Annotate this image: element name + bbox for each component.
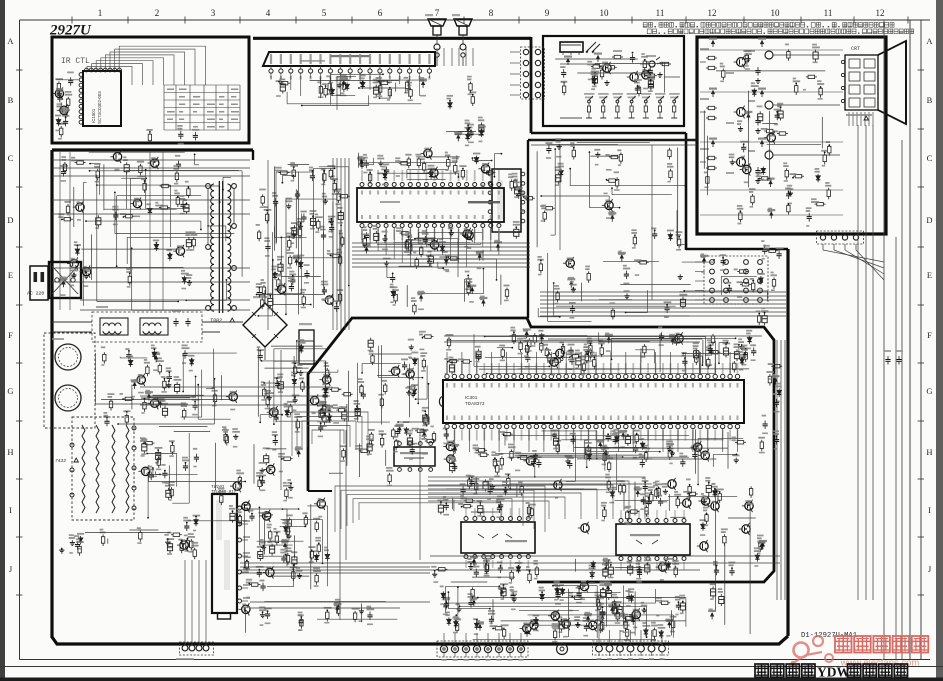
svg-text:TELE4B-01Y: TELE4B-01Y [211,491,237,495]
svg-text:H: H [926,447,932,457]
svg-text:2927U: 2927U [49,23,92,39]
svg-text:7432: 7432 [55,458,66,464]
svg-text:11: 11 [824,8,833,18]
svg-text:IC1501: IC1501 [91,108,96,123]
svg-text:A: A [7,36,14,46]
svg-text:AC 220: AC 220 [27,291,44,297]
svg-text:3: 3 [211,8,216,18]
svg-text:11: 11 [656,8,665,18]
svg-text:10: 10 [600,8,610,18]
svg-text:J: J [9,564,13,574]
svg-text:I: I [9,505,12,515]
svg-text:I: I [928,505,931,515]
svg-text:C: C [8,153,14,163]
svg-text:12: 12 [876,8,885,18]
svg-text:H: H [7,447,13,457]
svg-text:2: 2 [155,8,160,18]
svg-text:F: F [927,330,932,340]
svg-text:C: C [927,153,933,163]
svg-text:TDA8373: TDA8373 [465,401,485,406]
svg-text:G: G [7,386,13,396]
svg-text:9: 9 [545,8,550,18]
svg-text:1: 1 [98,8,103,18]
svg-text:4: 4 [266,8,271,18]
svg-text:10: 10 [771,8,781,18]
svg-text:CRT: CRT [851,46,860,52]
svg-text:IC301: IC301 [465,395,478,400]
svg-text:G: G [926,386,932,396]
svg-text:B: B [8,95,14,105]
svg-text:D: D [926,215,932,225]
svg-text:F: F [8,330,13,340]
svg-text:5: 5 [322,8,327,18]
svg-text:12: 12 [708,8,717,18]
svg-text:J: J [928,564,932,574]
svg-text:8: 8 [489,8,494,18]
svg-text:6: 6 [378,8,383,18]
svg-text:T802: T802 [210,318,222,324]
svg-text:IR CTL: IR CTL [61,57,90,66]
svg-text:TU101: TU101 [211,484,225,490]
svg-text:A: A [926,36,933,46]
svg-text:B: B [927,95,933,105]
svg-text:E: E [927,270,932,280]
svg-text:E: E [8,270,13,280]
svg-text:7: 7 [435,8,440,18]
svg-text:SC73C0302-003: SC73C0302-003 [97,91,102,124]
svg-text:D: D [7,215,13,225]
